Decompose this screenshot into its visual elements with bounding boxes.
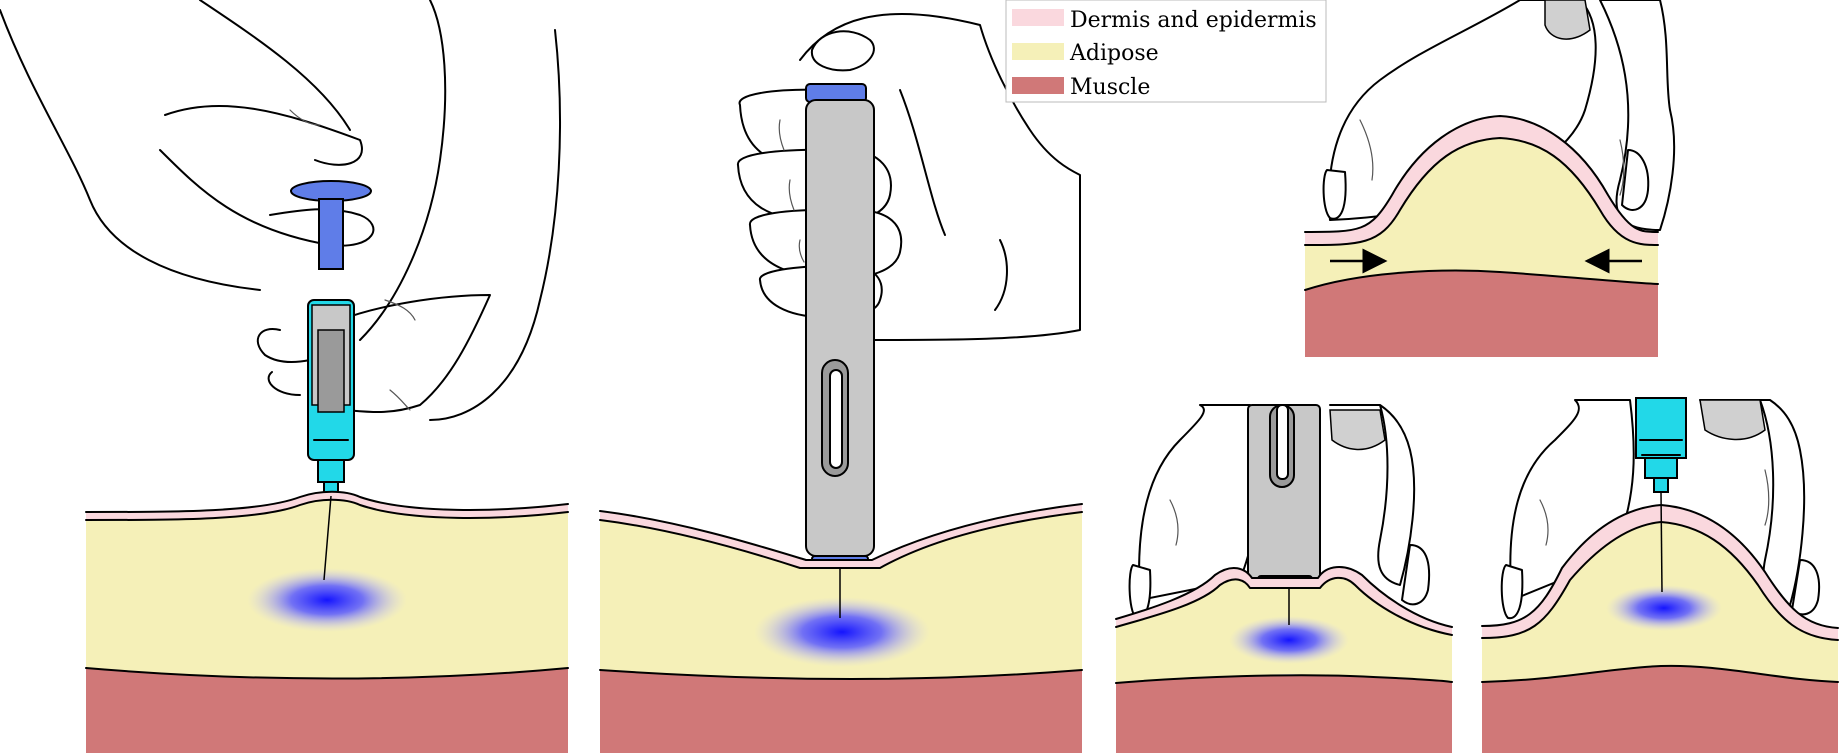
tissue-layers (1304, 115, 1659, 357)
panel-pen-injection-pinched (1115, 404, 1453, 753)
tissue-layers (599, 503, 1083, 753)
injection-depot (754, 597, 930, 667)
legend-label-muscle: Muscle (1070, 75, 1150, 100)
legend-swatch-adipose (1012, 43, 1064, 60)
legend-swatch-muscle (1012, 77, 1064, 94)
legend-item-adipose: Adipose (1012, 41, 1159, 66)
needle (323, 495, 332, 581)
legend-label-dermis: Dermis and epidermis (1070, 8, 1317, 33)
legend-swatch-dermis (1012, 9, 1064, 26)
panel-pinched-skin-fold (1304, 0, 1676, 357)
panel-syringe-injection (0, 0, 569, 753)
legend: Dermis and epidermis Adipose Muscle (1005, 0, 1327, 103)
injection-depot (247, 568, 407, 632)
syringe-icon (307, 299, 355, 497)
hand-icon (0, 0, 561, 421)
needle (1660, 491, 1663, 593)
legend-label-adipose: Adipose (1069, 41, 1159, 66)
legend-item-muscle: Muscle (1012, 75, 1150, 100)
syringe-icon (1635, 397, 1687, 493)
panel-syringe-injection-pinched (1481, 397, 1839, 753)
injection-depot (1229, 616, 1349, 664)
legend-item-dermis: Dermis and epidermis (1012, 8, 1317, 33)
tissue-layers (1115, 566, 1453, 753)
syringe-plunger (290, 180, 372, 270)
injection-depot (1606, 585, 1722, 631)
panel-pen-injection (599, 13, 1083, 753)
pen-injector-icon (805, 83, 875, 569)
pen-injector-icon (1247, 404, 1321, 588)
